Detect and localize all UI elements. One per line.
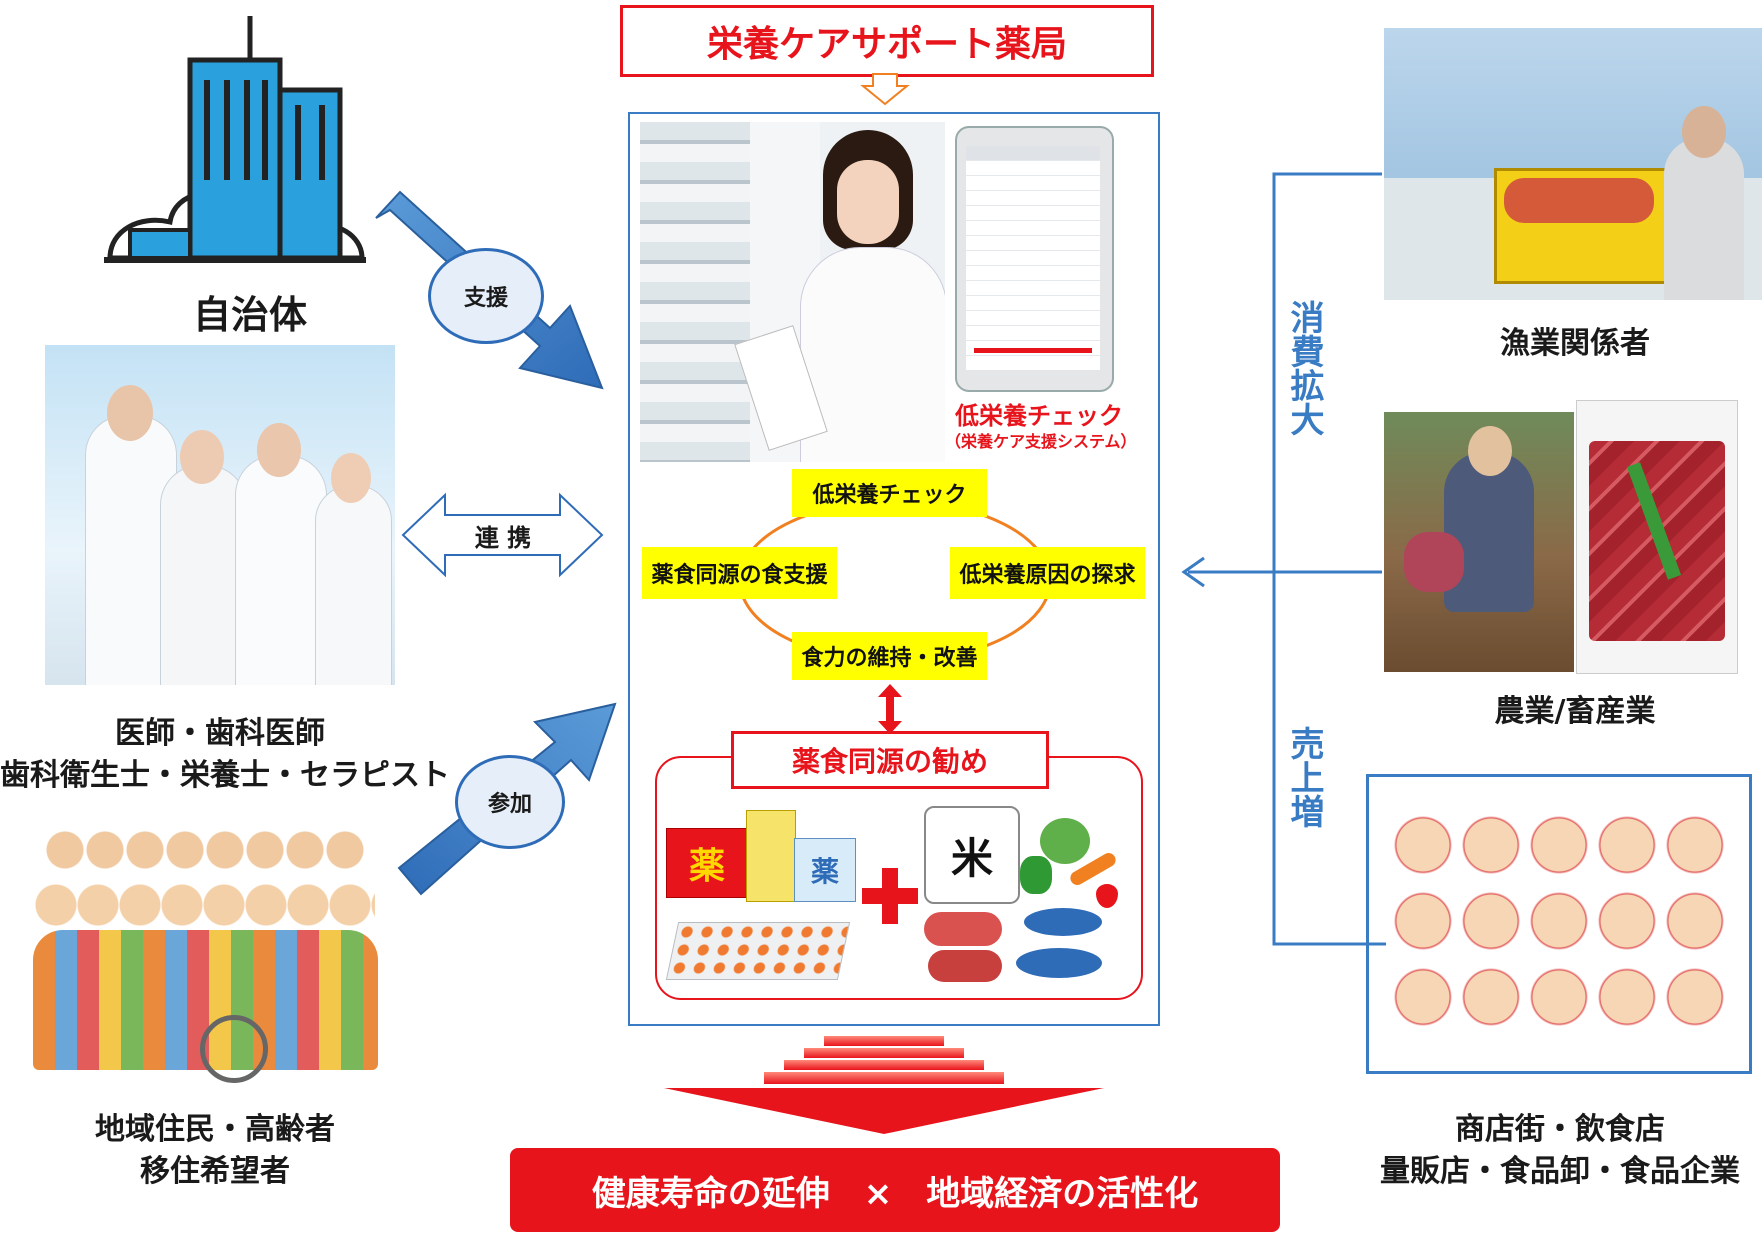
strawberry-icon <box>1096 884 1118 908</box>
municipality-label: 自治体 <box>192 293 307 337</box>
title-box: 栄養ケアサポート薬局 <box>620 5 1154 77</box>
pharmacist-face <box>837 160 899 244</box>
meat-icon-2 <box>928 950 1002 982</box>
commerce-line2: 量販店・食品卸・食品企業 <box>1380 1154 1740 1189</box>
fisherman <box>1664 138 1744 300</box>
footer-banner-text: 健康寿命の延伸 × 地域経済の活性化 <box>591 1173 1199 1214</box>
medicine-char-2: 薬 <box>810 855 839 888</box>
doctor-3-head <box>257 423 301 477</box>
doctor-3 <box>235 455 327 685</box>
cycle-top: 低栄養チェック <box>792 469 987 517</box>
title-down-arrow <box>860 73 910 106</box>
recommend-title: 薬食同源の勧め <box>791 745 988 778</box>
cabbage-icon <box>1040 818 1090 864</box>
participate-bubble: 参加 <box>455 755 565 849</box>
fisherman-head <box>1682 106 1726 158</box>
doctor-1-head <box>107 385 153 441</box>
meat-icon-1 <box>924 912 1002 946</box>
professionals-line1: 医師・歯科医師 <box>115 716 325 751</box>
tablet-device <box>955 126 1114 392</box>
doctor-4-head <box>331 453 371 503</box>
medicine-box-blue: 薬 <box>794 838 856 902</box>
consumption-label: 消費拡大 <box>1284 300 1324 436</box>
title-text: 栄養ケアサポート薬局 <box>706 24 1067 65</box>
support-bubble: 支援 <box>428 248 544 344</box>
residents-line2: 移住希望者 <box>140 1154 290 1189</box>
flow-bracket <box>1181 172 1386 946</box>
pepper-icon <box>1020 856 1052 894</box>
cycle-right: 低栄養原因の探求 <box>950 547 1145 599</box>
recommend-title-box: 薬食同源の勧め <box>731 731 1049 789</box>
doctor-2 <box>160 465 247 685</box>
fish-pile <box>1504 178 1654 223</box>
sales-label: 売上増 <box>1284 726 1324 828</box>
residents-line1: 地域住民・高齢者 <box>95 1112 335 1147</box>
result-arrow <box>664 1036 1104 1134</box>
wheelchair <box>200 1015 268 1083</box>
commerce-line1: 商店街・飲食店 <box>1455 1112 1665 1147</box>
support-label: 支援 <box>463 286 508 311</box>
check-subtitle: （栄養ケア支援システム） <box>945 432 1137 451</box>
sweet-potatoes <box>1404 532 1464 592</box>
commerce-illustration <box>1366 774 1752 1074</box>
fishery-photo <box>1384 28 1762 300</box>
doctors-photo <box>45 345 395 685</box>
farmer-head <box>1468 426 1512 476</box>
beef-photo <box>1576 400 1738 674</box>
tablet-alert-line <box>974 348 1092 353</box>
rice-bag: 米 <box>924 806 1020 904</box>
medicine-box-red: 薬 <box>666 828 748 898</box>
medicine-shelves <box>640 122 750 462</box>
pharmacist-photo <box>640 122 945 462</box>
pill-sheet <box>665 922 851 980</box>
footer-banner: 健康寿命の延伸 × 地域経済の活性化 <box>510 1148 1280 1232</box>
plus-icon <box>862 868 918 924</box>
medicine-char-1: 薬 <box>688 846 725 887</box>
participate-label: 参加 <box>487 792 532 817</box>
collab-arrow <box>401 492 604 578</box>
farm-photo <box>1384 412 1574 672</box>
city-building-icon <box>104 16 366 263</box>
residents-photo <box>25 800 390 1090</box>
professionals-line2: 歯科衛生士・栄養士・セラピスト <box>0 758 450 793</box>
doctor-4 <box>315 485 392 685</box>
tablet-header-bar <box>966 146 1100 160</box>
tablet-screen <box>966 146 1100 370</box>
merchant-faces <box>1389 807 1729 1037</box>
red-double-arrow <box>878 684 902 734</box>
rice-char: 米 <box>950 833 993 883</box>
fishery-label: 漁業関係者 <box>1500 326 1650 361</box>
fish-icon-1 <box>1024 908 1102 936</box>
farmer <box>1444 452 1534 612</box>
fish-icon-2 <box>1016 948 1102 978</box>
crowd-row-mid <box>35 870 375 940</box>
agriculture-label: 農業/畜産業 <box>1494 694 1656 729</box>
check-title: 低栄養チェック <box>955 402 1123 430</box>
cycle-bottom: 食力の維持・改善 <box>792 632 987 680</box>
cycle-left: 薬食同源の食支援 <box>642 547 837 599</box>
collab-label: 連 携 <box>474 524 532 552</box>
medicine-box-yellow <box>746 810 796 902</box>
doctor-2-head <box>180 430 224 484</box>
